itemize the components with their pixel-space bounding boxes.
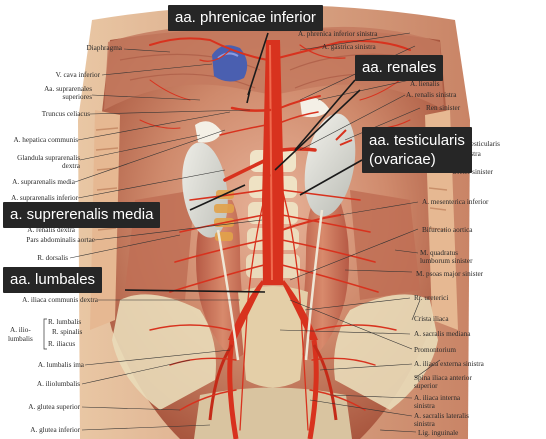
label-glutea-inferior: A. glutea inferior	[30, 426, 80, 434]
label-r-iliacus: R. iliacus	[48, 340, 76, 348]
label-iliaca-interna: A. iliaca interna	[414, 394, 461, 402]
label-ureter-sinister: Ureter sinister	[452, 168, 493, 176]
label-gastrica-sinistra: A. gastrica sinistra	[322, 43, 376, 51]
label-psoas-major: M. psoas major sinister	[416, 270, 484, 278]
label-pars-abdominalis-aortae: Pars abdominalis aortae	[26, 236, 95, 244]
label-phrenica-inferior-sinistra: A. phrenica inferior sinistra	[298, 30, 378, 38]
iliac-communis-right	[228, 280, 264, 340]
sacrum	[238, 286, 308, 388]
callout-renales: aa. renales	[355, 55, 444, 81]
label-lumborum-sinister: lumborum sinister	[420, 257, 473, 265]
label-ren-sinister: Ren sinister	[426, 104, 461, 112]
label-suprarenalis-media: A. suprarenalis media	[12, 178, 75, 186]
label-sacralis-mediana: A. sacralis mediana	[414, 330, 471, 338]
label-leader-lines	[69, 32, 441, 433]
vena-cava-inferior	[212, 45, 248, 82]
label-renalis-sinistra: A. renalis sinistra	[406, 91, 457, 99]
label-iliaca-communis-dextra: A. iliaca communis dextra	[22, 296, 98, 304]
label-mesenterica-inferior: A. mesenterica inferior	[422, 198, 489, 206]
diaphragm-fibers	[119, 53, 431, 89]
callout-lumbales: aa. lumbales	[3, 267, 103, 293]
callout-suprarenalis-media: a. suprerenalis media	[3, 202, 161, 228]
label-hepatica-communis: A. hepatica communis	[13, 136, 78, 144]
label-r-lumbalis: R. lumbalis	[48, 318, 82, 326]
aorta-highlight	[269, 44, 273, 281]
label-aa-suprarenales: Aa. suprarenales	[44, 85, 92, 93]
label-iliaca-externa-sinistra: A. iliaca externa sinistra	[414, 360, 484, 368]
label-promontorium: Promontorium	[414, 346, 456, 354]
label-crista-iliaca: Crista iliaca	[414, 315, 449, 323]
label-spina-iliaca: Spina iliaca anterior	[414, 374, 472, 382]
vena-cava-inferior-shade	[217, 52, 239, 59]
label-dextra: dextra	[62, 162, 80, 170]
callout-phrenicae-inferior: aa. phrenicae inferior	[168, 5, 323, 31]
kidney-left	[304, 113, 356, 217]
label-sacralis-lateralis-sinistra: sinistra	[414, 420, 435, 428]
ureters	[216, 209, 324, 361]
label-sacralis-lateralis: A. sacralis lateralis	[414, 412, 469, 420]
label-bifurcatio-aortica: Bifurcatio aortica	[422, 226, 473, 234]
callout-testicularis: aa. testicularis (ovaricae)	[362, 127, 472, 173]
label-a-ilio: A. ilio-	[10, 326, 31, 334]
label-glutea-superior: A. glutea superior	[28, 403, 80, 411]
label-glandula-suprarenalis: Glandula suprarenalis	[17, 154, 80, 162]
suprarenal-right	[195, 121, 222, 143]
label-renalis-dextra: A. renalis dextra	[27, 226, 75, 234]
label-m-quadratus: M. quadratus	[420, 249, 458, 257]
callout-testicularis-line2: (ovaricae)	[369, 151, 436, 168]
label-superiores: superiores	[62, 93, 92, 101]
label-r-dorsalis: R. dorsalis	[37, 254, 68, 262]
arterial-branches	[139, 37, 411, 431]
label-diaphragma: Diaphragma	[86, 44, 122, 52]
callout-testicularis-line1: aa. testicularis	[369, 132, 465, 149]
label-lumbalis: lumbalis	[8, 335, 33, 343]
callout-pointer-lines	[124, 32, 363, 293]
label-rr-ureterici: Rr. ureterici	[414, 294, 449, 302]
psoas-right	[196, 200, 250, 360]
label-iliolumbalis: A. iliolumbalis	[36, 380, 80, 388]
aorta	[262, 40, 284, 285]
ilium-left	[334, 294, 438, 410]
ilium-right	[112, 294, 216, 410]
pelvic-floor	[194, 387, 352, 439]
label-iliaca-interna-sinistra: sinistra	[414, 402, 435, 410]
label-spina-superior: superior	[414, 382, 438, 390]
iliolumbalis-bracket	[43, 318, 47, 350]
kidney-right	[182, 142, 228, 238]
label-truncus-celiacus: Truncus celiacus	[41, 110, 90, 118]
label-vena-cava-inferior: V. cava inferior	[55, 71, 100, 79]
label-suprarenalis-inferior: A. suprarenalis inferior	[11, 194, 78, 202]
artery-marks	[335, 129, 353, 146]
quadratus-left	[350, 190, 420, 300]
label-testicularis: A. testicularis	[460, 140, 500, 148]
label-lumbalis-ima: A. lumbalis ima	[37, 361, 84, 369]
suprarenal-left	[300, 97, 330, 118]
label-lig-inguinale: Lig. inguinale	[418, 429, 459, 437]
label-r-spinalis: R. spinalis	[52, 328, 83, 336]
label-lienalis: A. lienalis	[410, 80, 440, 88]
